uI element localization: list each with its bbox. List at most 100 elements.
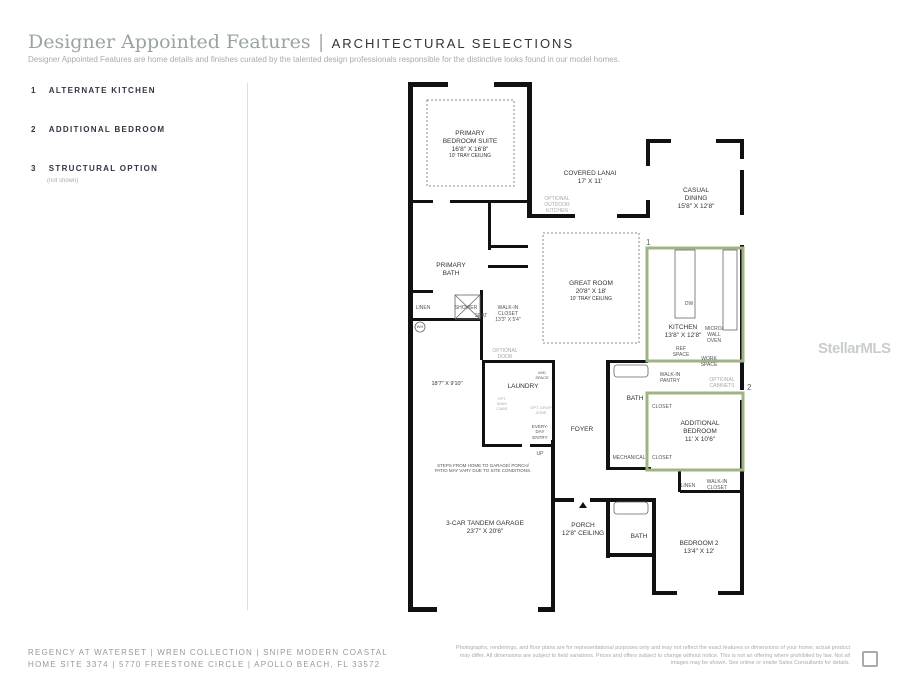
seat: SEAT bbox=[474, 313, 488, 319]
room-label-line: 13'8" X 12'8" bbox=[664, 331, 702, 339]
steps-note: STEPS FROM HOME TO GARAGE/ PORCH/PATIO M… bbox=[435, 463, 532, 474]
room-label-line: SINK/ bbox=[496, 400, 508, 406]
fixtures bbox=[414, 249, 738, 515]
garage-dimension: 18'7" X 9'10" bbox=[431, 381, 463, 387]
room-label-line: BEDROOM 2 bbox=[679, 540, 719, 547]
highlight-additional-bedroom bbox=[645, 391, 745, 472]
room-label-line: DAY bbox=[535, 429, 545, 435]
room-label-line: ADDITIONAL bbox=[680, 420, 720, 427]
page-subtitle: ARCHITECTURAL SELECTIONS bbox=[331, 36, 575, 51]
room-label-line: 23'7" X 20'6" bbox=[466, 527, 504, 535]
room-label-line: DOOR bbox=[497, 354, 513, 360]
stairs-up: UP bbox=[536, 451, 544, 457]
room-label-line: KITCHEN bbox=[546, 208, 568, 214]
option-label: STRUCTURAL OPTION bbox=[48, 164, 159, 173]
room-label-line: SPACE bbox=[535, 374, 549, 380]
option-marker-1: 1 bbox=[646, 238, 651, 247]
option-number: 3 bbox=[31, 164, 37, 173]
room-label-line: OPTIONAL bbox=[709, 377, 735, 383]
linen-closet: LINEN bbox=[680, 483, 696, 489]
room-label-line: 20'8" X 18' bbox=[575, 287, 607, 295]
equal-housing-icon bbox=[862, 651, 878, 667]
room-label-line: STEPS FROM HOME TO GARAGE/ PORCH/ bbox=[437, 463, 529, 468]
room-label-line: GREAT ROOM bbox=[569, 280, 613, 287]
footer-address: HOME SITE 3374 | 5770 FREESTONE CIRCLE |… bbox=[28, 660, 381, 669]
watermark: StellarMLS bbox=[818, 340, 891, 357]
footer-disclaimer: Photographs, renderings, and floor plans… bbox=[455, 645, 850, 667]
room-label-line: OPTIONAL bbox=[544, 196, 570, 202]
option-note: (not shown) bbox=[47, 178, 79, 184]
room-laundry: LAUNDRY bbox=[507, 383, 539, 390]
highlight-kitchen bbox=[645, 246, 745, 363]
room-label-line: BEDROOM bbox=[683, 427, 717, 435]
divider bbox=[247, 83, 248, 610]
room-label-line: 13'4" X 12' bbox=[683, 547, 715, 555]
room-label-line: PATIO MAY VARY DUE TO SITE CONDITIONS. bbox=[434, 468, 532, 474]
room-label-line: 12'8" CEILING bbox=[561, 529, 605, 537]
room-bath: BATH bbox=[626, 395, 644, 402]
entry-arrow-icon bbox=[579, 502, 587, 508]
room-label-line: CASUAL bbox=[682, 187, 710, 194]
room-label-line: 10' TRAY CEILING bbox=[569, 295, 613, 302]
room-label-line: ZONE bbox=[535, 409, 547, 415]
option-marker-2: 2 bbox=[747, 383, 752, 392]
option-number: 2 bbox=[31, 125, 37, 134]
room-label-line: OPTIONAL bbox=[492, 348, 518, 354]
room-label-line: ENTRY bbox=[532, 434, 548, 440]
room-label-line: PORCH bbox=[571, 522, 595, 529]
room-label-line: 15'8" X 12'8" bbox=[677, 202, 715, 210]
room-label-line: 16'8" X 16'8" bbox=[451, 145, 489, 153]
page-description: Designer Appointed Features are home det… bbox=[28, 55, 620, 64]
room-label-line: W/D bbox=[538, 370, 546, 375]
room-label-line: 3-CAR TANDEM GARAGE bbox=[446, 520, 524, 527]
room-label-line: OPT. DROP bbox=[530, 405, 552, 410]
shower: SHOWER bbox=[454, 305, 478, 311]
room-label-line: CLOSET bbox=[706, 485, 727, 491]
walls bbox=[408, 82, 744, 612]
room-label-line: SPACE bbox=[700, 362, 718, 368]
room-label-line: 10' TRAY CEILING bbox=[448, 153, 492, 160]
room-label-line: 11' X 10'6" bbox=[684, 435, 716, 443]
option-structural: 3 STRUCTURAL OPTION bbox=[31, 164, 170, 173]
option-number: 1 bbox=[31, 86, 37, 95]
room-label-line: WALL bbox=[707, 332, 721, 338]
linen: LINEN bbox=[415, 305, 431, 311]
option-alternate-kitchen: 1 ALTERNATE KITCHEN bbox=[31, 86, 168, 95]
ceiling-outlines bbox=[426, 99, 640, 344]
option-highlights bbox=[645, 246, 745, 472]
room-label-line: PRIMARY bbox=[436, 262, 466, 269]
room-label-line: KITCHEN bbox=[668, 324, 698, 331]
room-label-line: COVERED LANAI bbox=[563, 170, 617, 177]
room-label-line: PRIMARY bbox=[455, 130, 485, 137]
room-bath-2: BATH bbox=[630, 533, 648, 540]
option-label: ALTERNATE KITCHEN bbox=[48, 86, 156, 95]
room-label-line: OVEN bbox=[706, 338, 722, 344]
closet: CLOSET bbox=[651, 404, 673, 410]
room-label-line: EVERY- bbox=[531, 424, 549, 429]
room-label-line: WALK-IN bbox=[706, 479, 728, 485]
room-label-line: DINING bbox=[684, 194, 708, 202]
room-label-line: REF bbox=[676, 346, 686, 352]
room-label-line: OPT. bbox=[497, 396, 507, 401]
room-label-line: CLOSET bbox=[497, 311, 519, 317]
